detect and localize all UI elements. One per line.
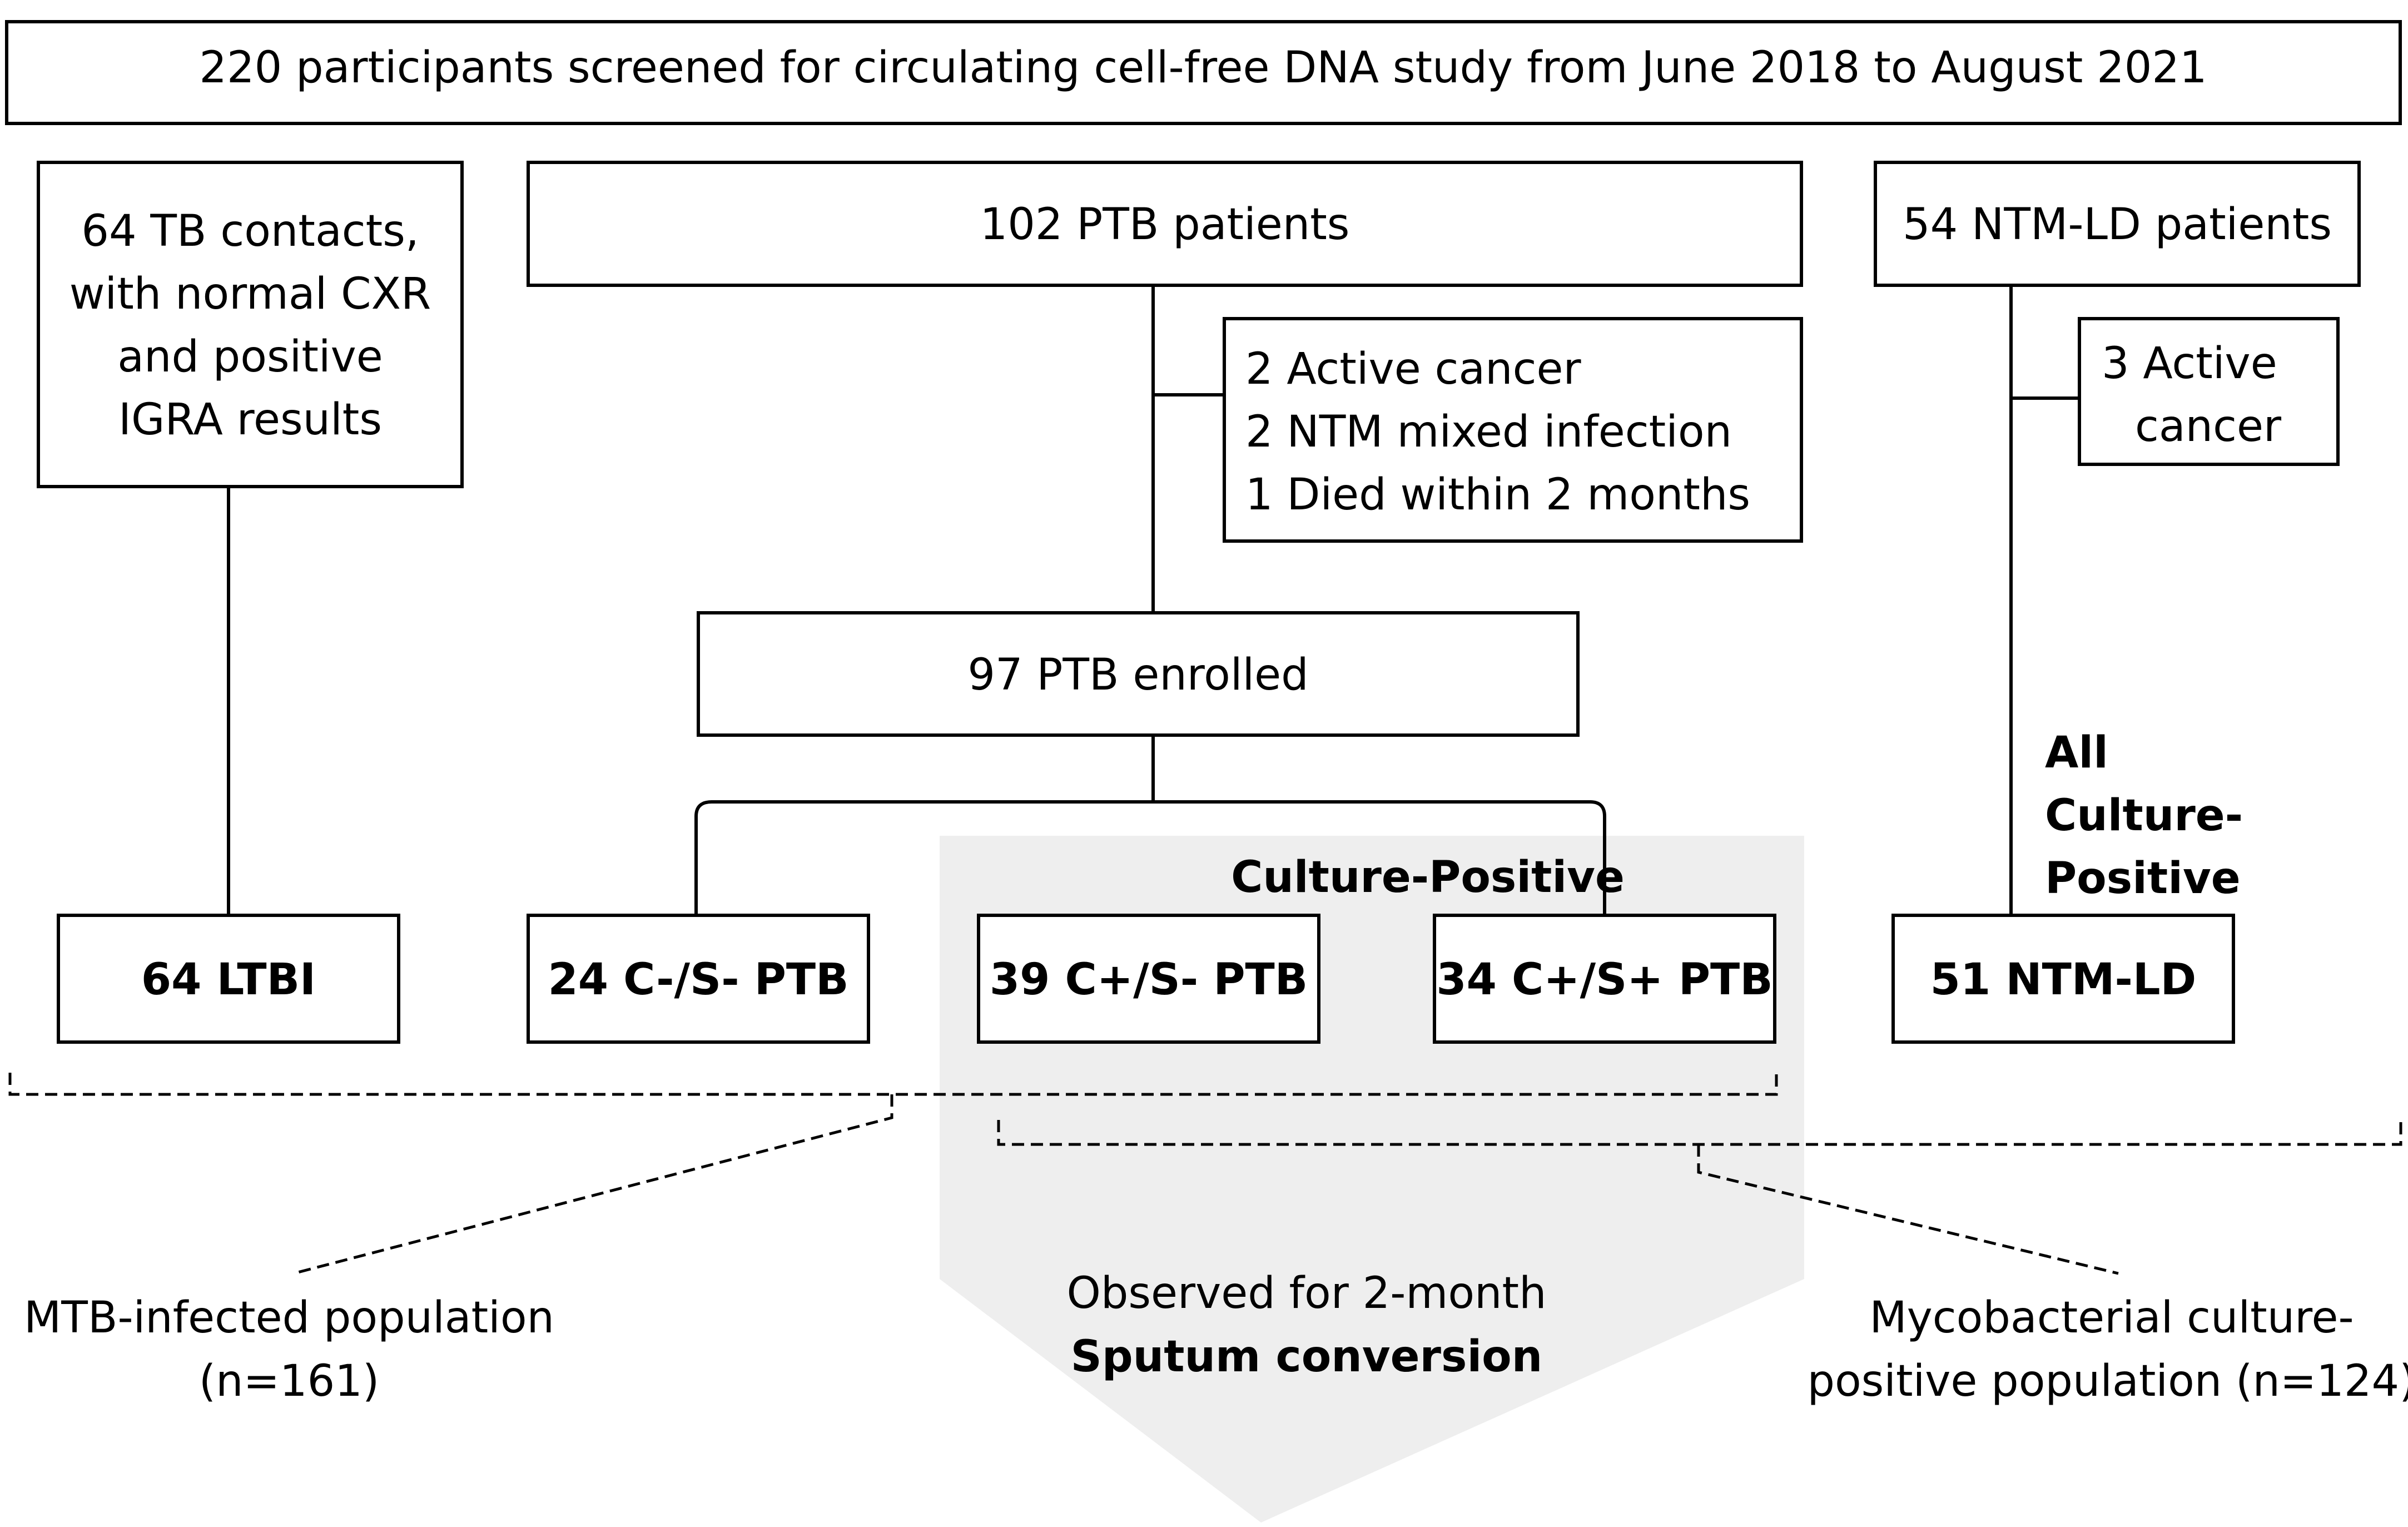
tb-contacts-line-2: with normal CXR — [69, 269, 431, 319]
c-pos-s-neg-box — [977, 914, 1320, 1044]
ntm-patients-box — [1874, 161, 2361, 287]
ntm-exclusion-2: cancer — [2135, 401, 2282, 452]
ltbi-box — [57, 914, 400, 1044]
sputum-conversion-line-2: Sputum conversion — [1071, 1332, 1543, 1382]
sputum-conversion-line-1: Observed for 2-month — [1066, 1268, 1546, 1318]
mtb-infected-bracket — [8, 1073, 1778, 1096]
c-neg-s-neg-label: 24 C-/S- PTB — [548, 955, 848, 1005]
culture-positive-pointer — [1697, 1144, 2119, 1275]
ltbi-label: 64 LTBI — [141, 955, 316, 1005]
ptb-patients-box — [527, 161, 1803, 287]
myco-population-line-1: Mycobacterial culture- — [1869, 1293, 2354, 1343]
ptb-exclusion-3: 1 Died within 2 months — [1245, 470, 1750, 520]
enrolled-split-bracket — [694, 800, 1606, 915]
ptb-enrolled-box — [697, 611, 1580, 737]
all-culture-positive-line-3: Positive — [2045, 854, 2241, 904]
tb-contacts-box — [37, 161, 464, 488]
ntm-ld-label: 51 NTM-LD — [1930, 955, 2197, 1005]
tb-contacts-line-4: IGRA results — [118, 395, 382, 445]
all-culture-positive-line-2: Culture- — [2045, 791, 2243, 841]
tb-contacts-line-3: and positive — [117, 332, 383, 382]
c-pos-s-neg-label: 39 C+/S- PTB — [990, 955, 1308, 1005]
screening-label: 220 participants screened for circulatin… — [199, 43, 2207, 93]
myco-population-line-2: positive population (n=124) — [1807, 1356, 2408, 1406]
c-pos-s-pos-label: 34 C+/S+ PTB — [1436, 955, 1773, 1005]
ntm-exclusion-1: 3 Active — [2102, 339, 2277, 389]
ntm-patients-label: 54 NTM-LD patients — [1903, 200, 2332, 250]
ptb-patients-label: 102 PTB patients — [980, 200, 1350, 250]
all-culture-positive-line-1: All — [2045, 728, 2108, 778]
ptb-exclusion-1: 2 Active cancer — [1245, 344, 1581, 394]
c-pos-s-pos-box — [1433, 914, 1776, 1044]
mtb-infected-pointer — [293, 1094, 893, 1275]
mtb-population-line-1: MTB-infected population — [24, 1293, 554, 1343]
ntm-exclusions-box — [2078, 317, 2340, 466]
mtb-population-line-2: (n=161) — [199, 1356, 380, 1406]
culture-positive-label: Culture-Positive — [1231, 852, 1625, 903]
c-neg-s-neg-box — [527, 914, 870, 1044]
tb-contacts-line-1: 64 TB contacts, — [81, 206, 419, 256]
ntm-ld-box — [1891, 914, 2235, 1044]
ptb-exclusions-box — [1223, 317, 1803, 543]
ptb-enrolled-label: 97 PTB enrolled — [967, 650, 1308, 700]
ptb-exclusion-2: 2 NTM mixed infection — [1245, 407, 1732, 457]
screening-box — [5, 20, 2402, 125]
